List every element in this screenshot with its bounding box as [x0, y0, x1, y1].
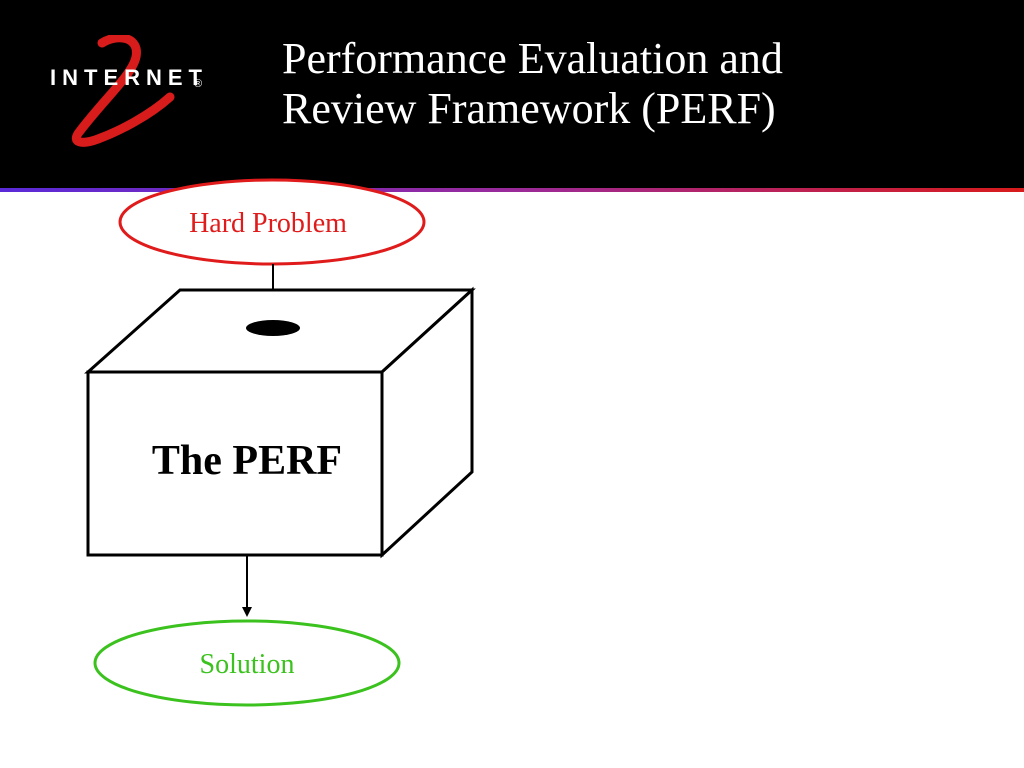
slide-title-line-1: Performance Evaluation and: [282, 34, 783, 83]
slide-title-line-2: Review Framework (PERF): [282, 84, 776, 133]
slide-title: Performance Evaluation and Review Framew…: [282, 34, 1002, 134]
registered-mark: ®: [194, 78, 202, 90]
input-label: Hard Problem: [189, 208, 347, 239]
output-label: Solution: [200, 649, 295, 680]
slide-header: INTERNET ® Performance Evaluation and Re…: [0, 0, 1024, 190]
box-front-face: [86, 370, 384, 557]
box-label: The PERF: [152, 438, 342, 484]
internet2-logo: INTERNET ®: [50, 35, 208, 147]
output-ellipse: [93, 619, 401, 707]
header-divider: [0, 188, 1024, 192]
input-slot: [246, 320, 300, 336]
logo-wordmark: INTERNET: [50, 65, 208, 90]
